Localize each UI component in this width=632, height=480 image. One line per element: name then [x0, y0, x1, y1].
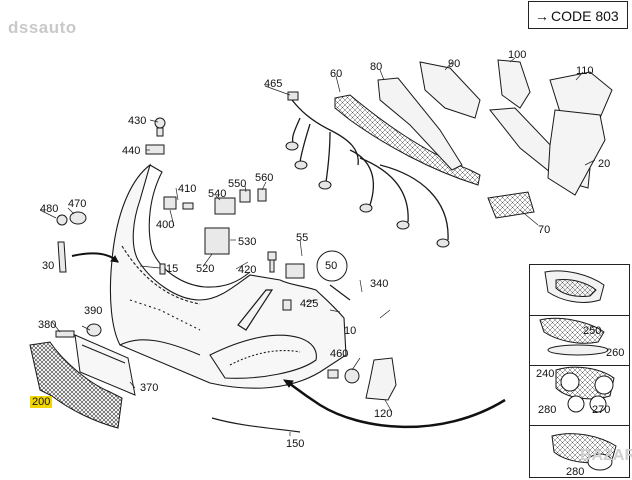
code-803-box: →CODE 803	[528, 1, 628, 29]
label-200: 200	[30, 396, 53, 408]
label-390: 390	[84, 305, 103, 317]
lower-grille	[29, 341, 123, 429]
label-340: 340	[370, 278, 389, 290]
code-label: CODE 803	[551, 8, 619, 24]
label-440: 440	[122, 145, 141, 157]
label-110: 110	[576, 65, 594, 77]
label-425: 425	[300, 298, 319, 310]
corner-watermark: BAZAR	[580, 447, 632, 464]
label-20: 20	[598, 158, 611, 170]
label-465: 465	[264, 78, 283, 90]
trim-strips	[211, 284, 351, 433]
label-280-lower: 280	[566, 466, 585, 478]
wiring-harness	[291, 99, 449, 241]
upper-brackets	[377, 59, 613, 171]
label-270: 270	[592, 404, 611, 416]
fog-lamp-bracket	[365, 357, 397, 401]
label-260: 260	[606, 347, 625, 359]
label-430: 430	[128, 115, 147, 127]
label-370: 370	[140, 382, 159, 394]
leader-lines	[39, 57, 596, 436]
label-30: 30	[42, 260, 55, 272]
label-60: 60	[330, 68, 343, 80]
label-530: 530	[238, 236, 257, 248]
label-15: 15	[166, 263, 179, 275]
watermark-text: dssauto	[8, 18, 77, 37]
label-50: 50	[325, 260, 338, 272]
label-400: 400	[156, 219, 175, 231]
label-480: 480	[40, 203, 59, 215]
label-560: 560	[255, 172, 274, 184]
front-bumper-cover	[109, 163, 347, 389]
label-460: 460	[330, 348, 349, 360]
label-120: 120	[374, 408, 393, 420]
label-470: 470	[68, 198, 87, 210]
label-410: 410	[178, 183, 197, 195]
panel-divider	[530, 425, 629, 426]
label-250: 250	[583, 325, 602, 337]
panel-divider	[530, 365, 629, 366]
label-100: 100	[508, 49, 527, 61]
label-550: 550	[228, 178, 247, 190]
license-plate-bracket	[74, 334, 136, 396]
arrow-icon: →	[535, 8, 549, 24]
inset-grille-parts	[539, 270, 617, 471]
pointer-arrows	[71, 252, 506, 429]
label-150: 150	[286, 438, 305, 450]
side-brackets	[487, 107, 606, 219]
label-280-upper: 280	[538, 404, 557, 416]
label-540: 540	[208, 188, 227, 200]
label-70: 70	[538, 224, 551, 236]
label-55: 55	[296, 232, 309, 244]
label-420: 420	[238, 264, 257, 276]
impact-absorber	[334, 94, 481, 186]
harness-connectors	[285, 91, 450, 248]
label-380: 380	[38, 319, 57, 331]
label-10: 10	[344, 325, 357, 337]
label-240: 240	[536, 368, 555, 380]
callout-circle-50	[316, 250, 348, 282]
fasteners	[55, 117, 360, 384]
panel-divider	[530, 315, 629, 316]
label-520: 520	[196, 263, 215, 275]
label-90: 90	[448, 58, 461, 70]
grille-inset-panel	[529, 264, 630, 478]
label-80: 80	[370, 61, 383, 73]
